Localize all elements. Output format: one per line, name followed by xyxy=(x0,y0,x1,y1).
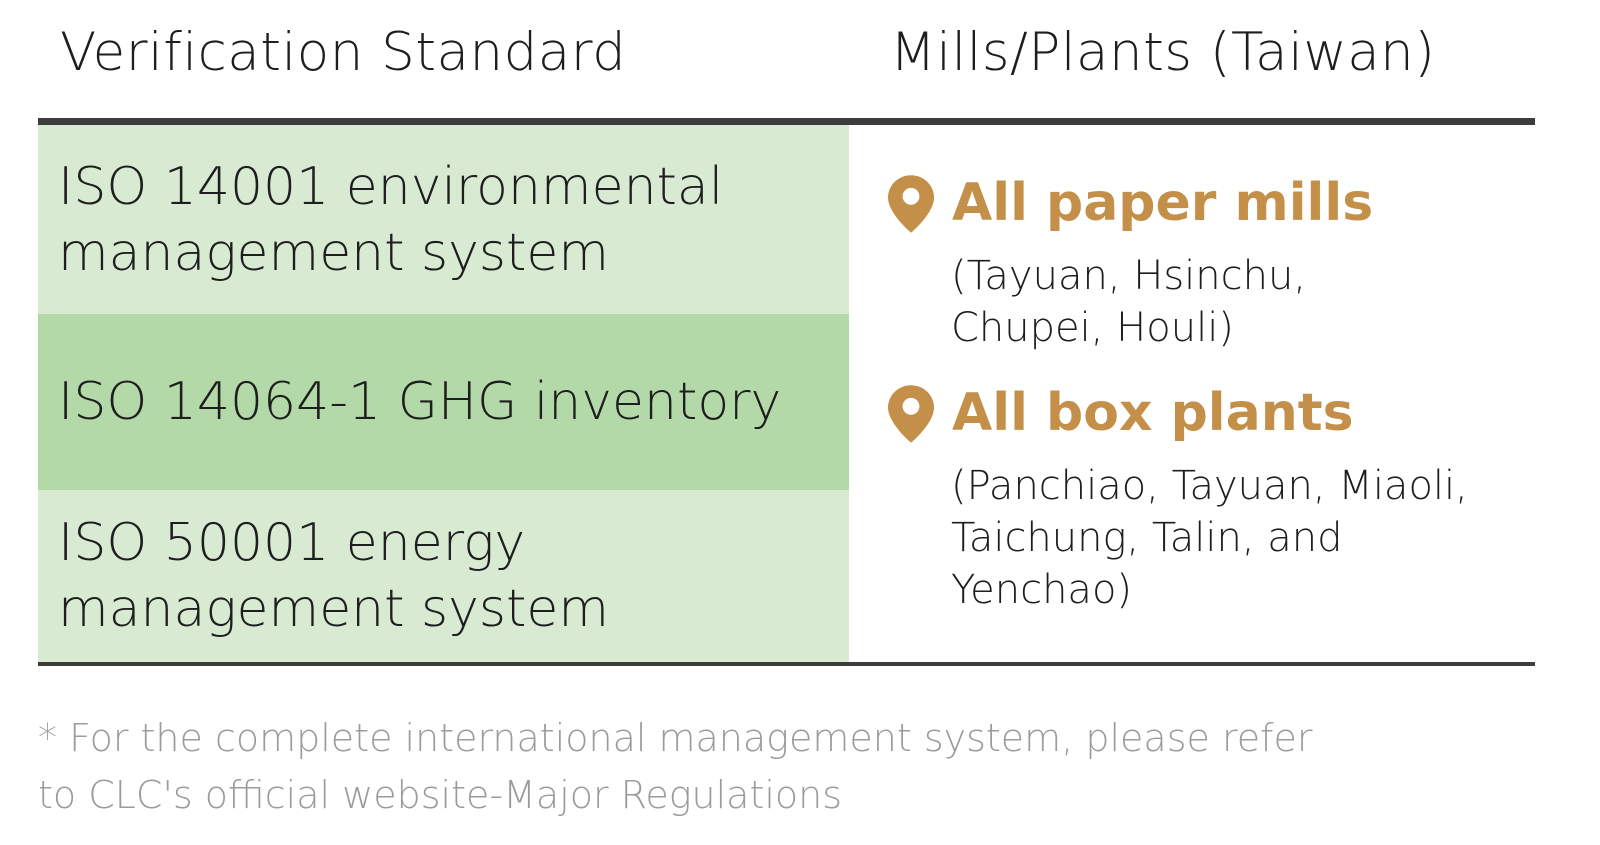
location-pin-icon xyxy=(888,175,934,233)
location-detail: (Tayuan, Hsinchu, Chupei, Houli) xyxy=(951,253,1307,351)
column-header-verification-standard: Verification Standard xyxy=(60,22,627,83)
location-pin-icon xyxy=(888,385,934,443)
standard-label: ISO 50001 energy management system xyxy=(58,513,610,639)
location-title: All paper mills xyxy=(952,173,1374,233)
table-top-rule xyxy=(38,118,1535,125)
table-row: ISO 14001 environmental management syste… xyxy=(38,125,849,314)
location-title: All box plants xyxy=(952,383,1354,443)
table-row: ISO 14064-1 GHG inventory xyxy=(38,314,849,490)
footnote: * For the complete international managem… xyxy=(38,716,1313,817)
location-detail: (Panchiao, Tayuan, Miaoli, Taichung, Tal… xyxy=(951,463,1468,613)
column-header-mills-plants: Mills/Plants (Taiwan) xyxy=(890,22,1436,83)
table-bottom-rule xyxy=(38,662,1535,666)
standard-label: ISO 14064-1 GHG inventory xyxy=(58,372,782,432)
table-row: ISO 50001 energy management system xyxy=(38,490,849,662)
standard-label: ISO 14001 environmental management syste… xyxy=(58,156,724,283)
